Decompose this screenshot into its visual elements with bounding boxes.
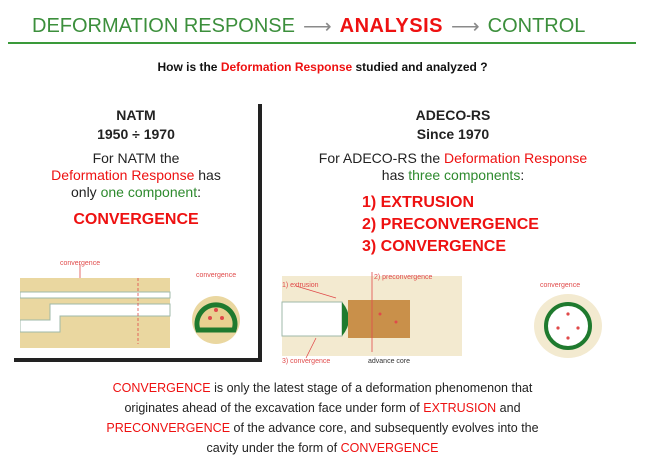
conclusion-red: PRECONVERGENCE xyxy=(106,421,231,435)
natm-line2-rest: has xyxy=(194,167,221,183)
adeco-figure xyxy=(281,272,602,359)
conclusion-rest: is only the latest stage of a deformatio… xyxy=(210,381,533,395)
natm-figure xyxy=(20,264,240,348)
label-preconvergence: 2) preconvergence xyxy=(374,274,433,281)
natm-convergence: CONVERGENCE xyxy=(73,211,199,228)
conclusion-red: CONVERGENCE xyxy=(340,441,439,455)
arrow-icon xyxy=(214,308,218,312)
adeco-line2-before: has xyxy=(381,167,409,183)
natm-fig-label-long: convergence xyxy=(60,260,101,267)
arrow-icon xyxy=(394,320,398,324)
adeco-line1-before: For ADECO-RS the xyxy=(318,150,445,166)
natm-line2: Deformation Response has xyxy=(14,167,258,184)
tunnel-section xyxy=(544,302,592,350)
natm-name: NATM xyxy=(116,107,156,123)
adeco-line1: For ADECO-RS the Deformation Response xyxy=(262,150,644,167)
label-convergence-long: 3) convergence xyxy=(282,358,331,365)
natm-one-component: one component xyxy=(100,184,198,200)
conclusion-red: CONVERGENCE xyxy=(112,381,211,395)
adeco-line2: has three components: xyxy=(262,167,644,184)
natm-period: 1950 ÷ 1970 xyxy=(97,126,175,142)
adeco-component-list: 1) EXTRUSION 2) PRECONVERGENCE 3) CONVER… xyxy=(362,192,539,258)
natm-line3-before: only xyxy=(71,184,101,200)
conclusion-line3: PRECONVERGENCE of the advance core, and … xyxy=(0,418,645,438)
conclusion-line4: cavity under the form of CONVERGENCE xyxy=(0,438,645,458)
adeco-three-components: three components xyxy=(408,167,521,183)
label-section-convergence: convergence xyxy=(540,282,581,289)
conclusion-red: EXTRUSION xyxy=(423,401,497,415)
conclusion-line1: CONVERGENCE is only the latest stage of … xyxy=(0,378,645,398)
process-flow-title: DEFORMATION RESPONSE ⟶ ANALYSIS ⟶ CONTRO… xyxy=(32,14,585,39)
adeco-text-block: ADECO-RS Since 1970 For ADECO-RS the Def… xyxy=(262,106,644,184)
advance-core xyxy=(348,300,410,338)
conclusion-part: originates ahead of the excavation face … xyxy=(124,401,424,415)
question-highlight: Deformation Response xyxy=(220,60,353,74)
question-text: How is the Deformation Response studied … xyxy=(0,60,645,74)
arrow-icon: ⟶ xyxy=(450,16,480,38)
step-control: CONTROL xyxy=(487,15,586,37)
arrow-icon xyxy=(220,316,224,320)
step-analysis: ANALYSIS xyxy=(339,15,443,37)
tunnel-opening xyxy=(281,301,343,337)
label-extrusion: 1) extrusion xyxy=(282,282,319,289)
arrow-icon xyxy=(566,336,570,340)
natm-panel xyxy=(14,104,262,362)
conclusion-part: and xyxy=(496,401,521,415)
arrow-icon xyxy=(378,312,382,316)
leader-line xyxy=(305,337,317,359)
arrow-icon xyxy=(556,326,560,330)
adeco-line2-after: : xyxy=(520,167,525,183)
natm-deformation-response: Deformation Response xyxy=(51,167,195,183)
natm-text-block: NATM 1950 ÷ 1970 For NATM the Deformatio… xyxy=(14,106,258,229)
tunnel-invert xyxy=(20,303,171,333)
label-advance-core: advance core xyxy=(368,358,411,365)
adeco-period: Since 1970 xyxy=(416,126,490,142)
arrow-icon xyxy=(576,326,580,330)
component-extrusion: 1) EXTRUSION xyxy=(362,194,475,211)
conclusion-text: CONVERGENCE is only the latest stage of … xyxy=(0,378,645,458)
conclusion-rest: of the advance core, and subsequently ev… xyxy=(230,421,539,435)
leader-line xyxy=(295,285,337,299)
question-part: How is the xyxy=(157,60,221,74)
natm-line3: only one component: xyxy=(14,184,258,201)
arrow-icon xyxy=(208,316,212,320)
conclusion-part: cavity under the form of xyxy=(206,441,341,455)
arrow-icon: ⟶ xyxy=(303,16,332,38)
natm-line1: For NATM the xyxy=(92,150,180,166)
question-part: studied and analyzed ? xyxy=(352,60,488,74)
adeco-name: ADECO-RS xyxy=(415,107,491,123)
conclusion-line2: originates ahead of the excavation face … xyxy=(0,398,645,418)
natm-line3-after: : xyxy=(197,184,201,200)
component-convergence: 3) CONVERGENCE xyxy=(362,238,507,255)
tunnel-section xyxy=(194,302,238,333)
tunnel-crown xyxy=(20,291,171,299)
adeco-deformation-response: Deformation Response xyxy=(444,150,588,166)
excavation-face xyxy=(342,302,349,336)
arrow-icon xyxy=(566,312,570,316)
title-underline xyxy=(8,42,636,44)
component-preconvergence: 2) PRECONVERGENCE xyxy=(362,216,539,233)
step-deformation-response: DEFORMATION RESPONSE xyxy=(32,15,295,37)
natm-fig-label-section: convergence xyxy=(196,272,237,279)
